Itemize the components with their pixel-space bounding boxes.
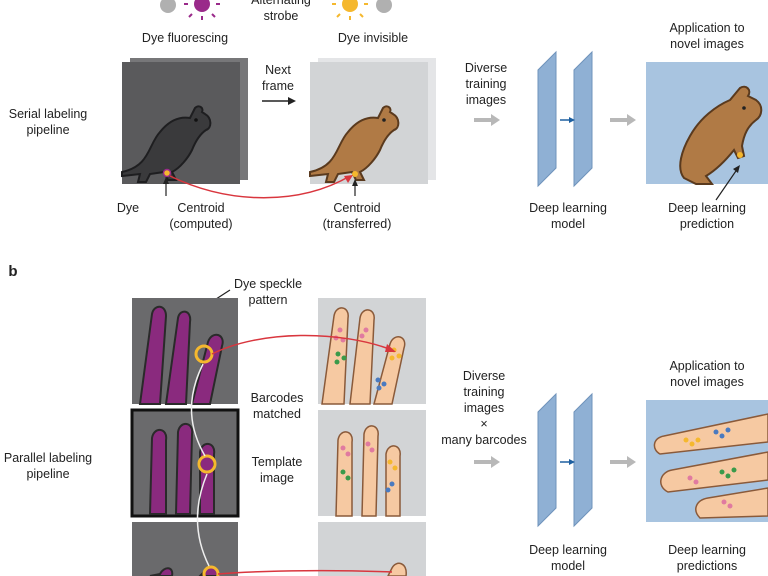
fluorescing-frame [121, 58, 248, 184]
gray-arrow-a2 [610, 114, 636, 126]
skin-frame-2 [318, 410, 426, 517]
parallel-pipeline-label: Parallel labeling pipeline [3, 451, 93, 481]
barcode-transfer-arrow-3 [217, 569, 393, 575]
prediction-a-label: Deep learning prediction [668, 201, 746, 231]
diverse-training-b-label: Diverse training images × many barcodes [441, 369, 527, 447]
invisible-frame [309, 58, 436, 184]
skin-frame-3 [318, 522, 426, 576]
strobe-lights [160, 0, 392, 20]
gray-arrow-a1 [474, 114, 500, 126]
model-b-label: Deep learning model [529, 543, 607, 573]
template-frame [130, 408, 240, 518]
strobe-label: Alternating strobe [251, 0, 311, 23]
gray-arrow-b1 [474, 456, 500, 468]
barcodes-matched-label: Barcodes matched [250, 391, 304, 421]
model-a-icon [537, 50, 593, 188]
gray-arrow-b2 [610, 456, 636, 468]
mouse-dark-icon [121, 105, 212, 183]
barcode-ring-2 [197, 454, 217, 474]
model-b-icon [537, 392, 593, 528]
mouse-novel-icon [679, 85, 763, 185]
template-image-label: Template image [251, 455, 303, 485]
speckle-frame-1 [132, 298, 238, 405]
skin-frame-1 [318, 298, 426, 405]
speckle-frame-3 [132, 522, 238, 576]
transferred-centroid [352, 171, 358, 177]
dye-spot [162, 168, 172, 178]
dye-label: Dye [116, 201, 140, 215]
predictions-b-label: Deep learning predictions [668, 543, 746, 573]
match-arrow-2 [196, 473, 210, 567]
magenta-light-icon [184, 0, 220, 20]
barcode-transfer-arrow-1 [211, 334, 393, 355]
novel-image-a [646, 62, 768, 185]
match-arrow-1 [190, 363, 206, 457]
gray-light-left-icon [160, 0, 176, 13]
dye-fluorescing-label: Dye fluorescing [141, 31, 229, 45]
speckle-label: Dye speckle pattern [233, 277, 303, 307]
yellow-light-icon [332, 0, 368, 20]
panel-b-letter: b [8, 263, 18, 280]
application-b-label: Application to novel images [669, 359, 745, 389]
model-a-label: Deep learning model [529, 201, 607, 231]
serial-pipeline-label: Serial labeling pipeline [8, 107, 88, 137]
application-a-label: Application to novel images [669, 21, 745, 51]
dye-invisible-label: Dye invisible [337, 31, 409, 45]
next-frame-label: Next frame [262, 63, 294, 93]
centroid-computed-label: Centroid (computed) [169, 201, 233, 231]
transfer-arrow [169, 175, 351, 199]
novel-image-b [646, 400, 768, 522]
gray-light-right-icon [376, 0, 392, 13]
diverse-training-a-label: Diverse training images [464, 61, 508, 107]
centroid-transferred-label: Centroid (transferred) [322, 201, 392, 231]
mouse-brown-icon [309, 105, 400, 183]
